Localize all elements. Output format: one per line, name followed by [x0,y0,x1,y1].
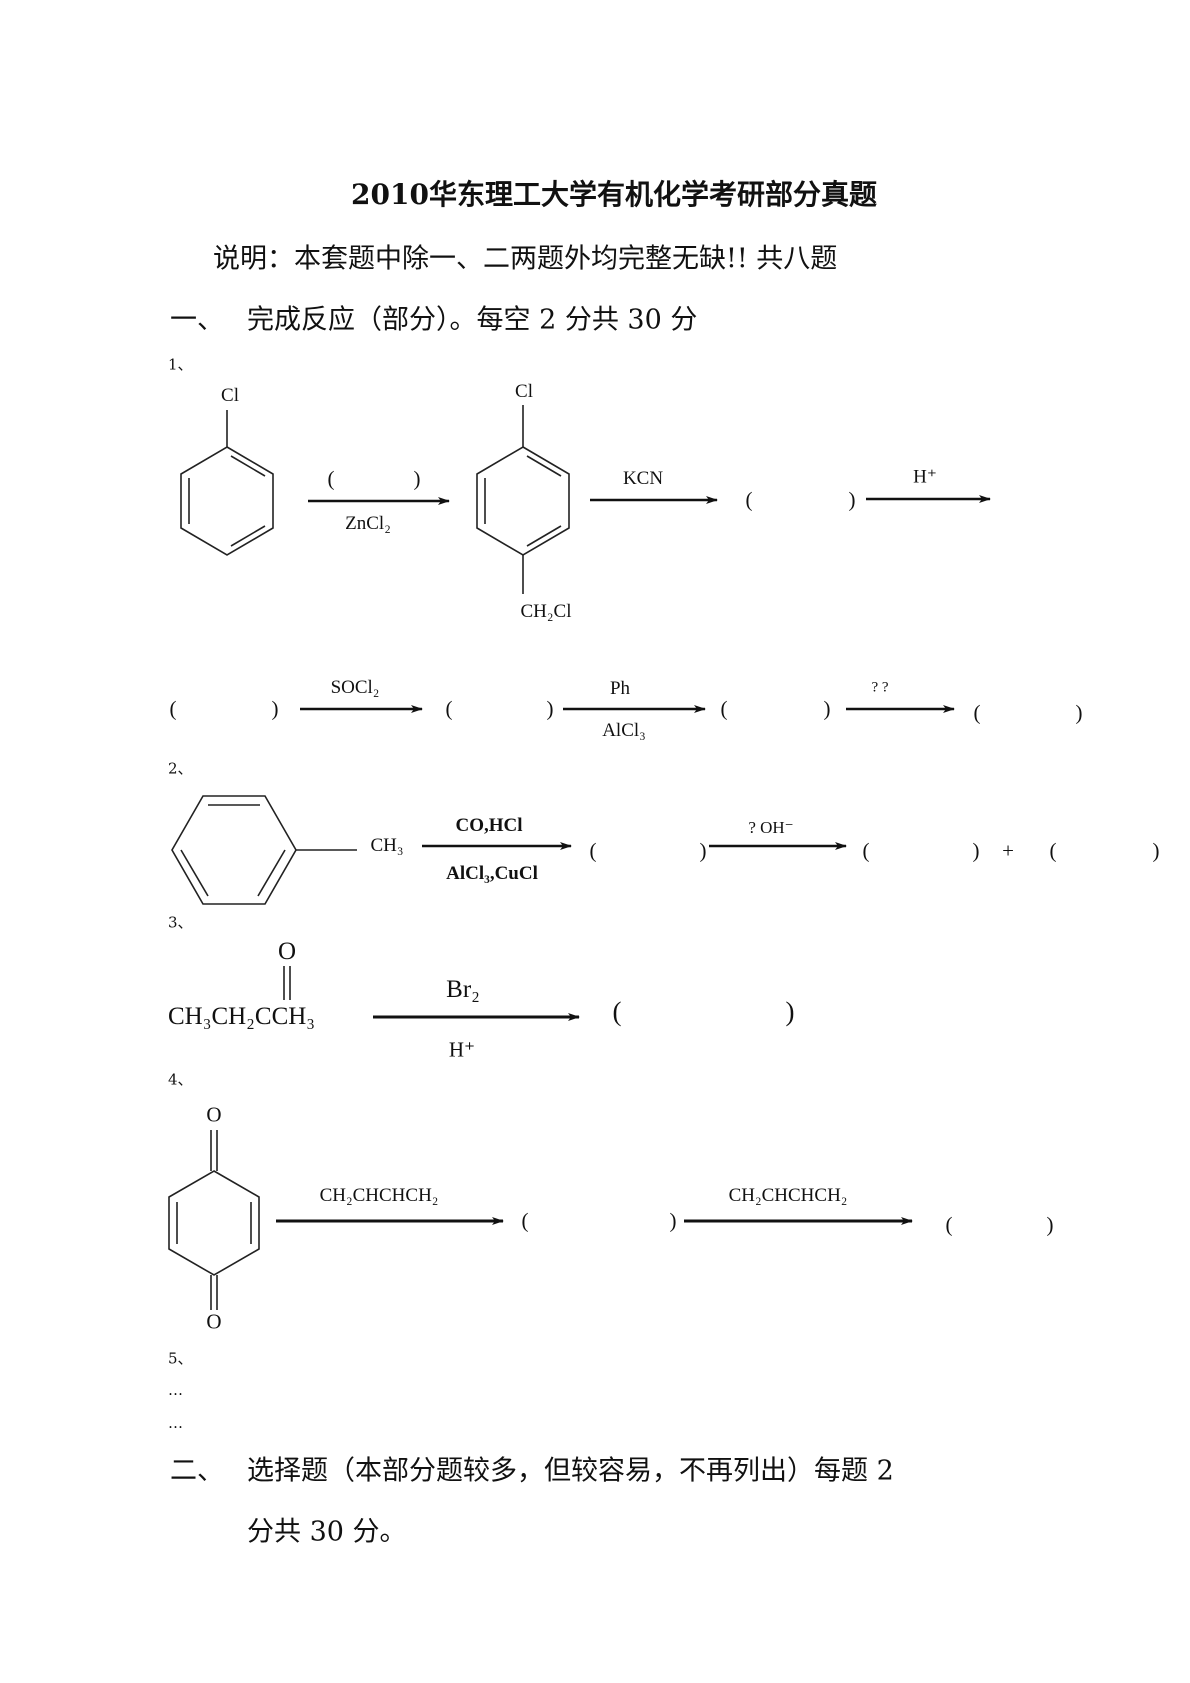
blank-close: ) [972,838,980,863]
reagent-h-plus: H⁺ [913,466,937,488]
blank-open: ( [327,466,335,491]
question-3-label: 3、 [168,913,193,932]
blank-open: ( [169,696,177,721]
section1-heading: 完成反应（部分）。每空 2 分共 30 分 [247,304,698,336]
section2-heading: 选择题（本部分题较多，但较容易，不再列出）每题 2 [247,1455,894,1487]
blank-close: ) [785,996,795,1027]
oxygen-label: O [277,938,297,965]
note-text: 说明：本套题中除一、二两题外均完整无缺!! 共八题 [213,243,838,275]
question-2-label: 2、 [168,759,193,778]
oxygen-label: O [206,1309,222,1334]
blank-close: ) [546,696,554,721]
ch2cl-label: CH₂Cl [520,601,572,622]
page-title: 2010华东理工大学有机化学考研部分真题 [351,178,877,211]
blank-open: ( [745,487,753,512]
reagent-alcl3: AlCl₃ [602,720,646,741]
section2-number: 二、 [170,1455,224,1487]
ellipsis: … [168,1381,183,1399]
cl-label: Cl [515,381,533,402]
blank-close: ) [413,466,421,491]
blank-open: ( [973,700,981,725]
blank-close: ) [1075,700,1083,725]
blank-close: ) [669,1208,677,1233]
reagent-kcn: KCN [622,468,664,489]
reagent-unknown: ? ? [871,679,889,696]
butanone-formula: CH₃CH₂CCH₃ [168,1003,316,1030]
question-5-label: 5、 [168,1349,193,1368]
toluene-structure [171,795,357,905]
blank-close: ) [823,696,831,721]
reagent-butadiene: CH₂CHCHCH₂ [319,1185,439,1206]
benzoquinone-structure [168,1130,260,1310]
ch3-label: CH₃ [370,835,404,856]
question-1-label: 1、 [168,355,193,374]
blank-open: ( [862,838,870,863]
blank-open: ( [589,838,597,863]
reagent-butadiene: CH₂CHCHCH₂ [728,1185,848,1206]
blank-open: ( [1049,838,1057,863]
reagent-h-plus: H⁺ [448,1037,476,1062]
chlorobenzene-structure [180,410,274,556]
blank-close: ) [848,487,856,512]
reagent-br2: Br₂ [446,976,480,1003]
blank-open: ( [612,996,622,1027]
oxygen-label: O [206,1102,222,1127]
blank-close: ) [699,838,707,863]
reagent-co-hcl: CO,HCl [455,815,523,836]
reagent-ph: Ph [609,678,631,699]
reagent-socl2: SOCl₂ [330,677,380,698]
reagent-zncl2: ZnCl₂ [345,513,391,534]
blank-close: ) [1152,838,1160,863]
blank-open: ( [521,1208,529,1233]
reagent-oh-minus: ? OH⁻ [748,818,794,837]
cl-label: Cl [221,385,239,406]
chlorobenzyl-chloride-structure [476,405,570,594]
carbonyl-bond [283,966,291,1000]
question-4-label: 4、 [168,1070,193,1089]
blank-close: ) [1046,1212,1054,1237]
reagent-alcl3-cucl: AlCl₃,CuCl [446,863,538,884]
blank-open: ( [445,696,453,721]
blank-close: ) [271,696,279,721]
blank-open: ( [945,1212,953,1237]
section1-number: 一、 [170,304,224,336]
ellipsis: … [168,1414,183,1432]
section2-heading-continued: 分共 30 分。 [247,1516,407,1548]
plus-sign: + [1002,838,1014,863]
blank-open: ( [720,696,728,721]
